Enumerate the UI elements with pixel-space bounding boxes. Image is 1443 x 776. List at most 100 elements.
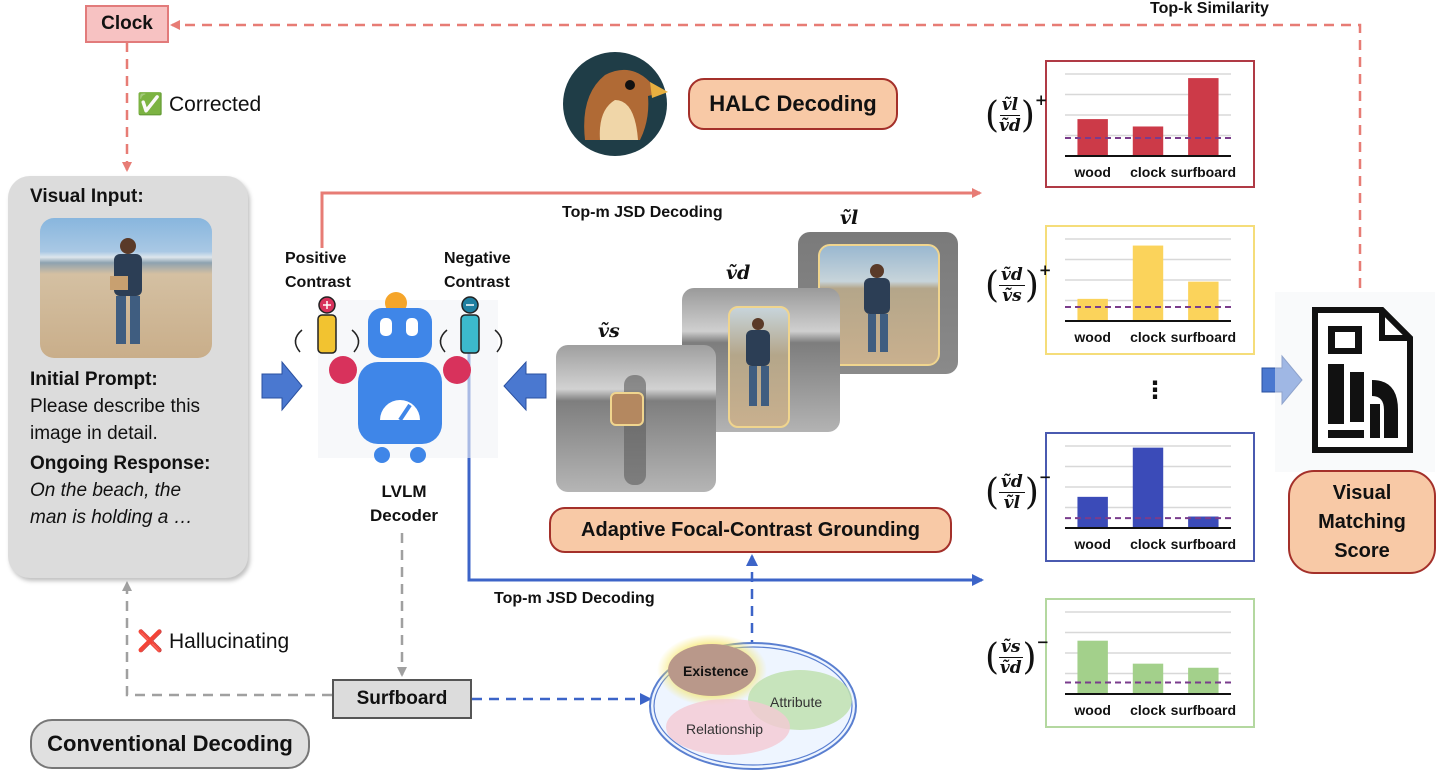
tick-label-clock: clock <box>1130 536 1166 552</box>
negative-contrast-icon <box>439 296 503 354</box>
tick-label-surfboard: surfboard <box>1171 536 1236 552</box>
initial-prompt-heading: Initial Prompt: <box>30 369 158 390</box>
view-s-label: ṽs <box>598 320 620 342</box>
bar-wood <box>1077 640 1108 694</box>
bar-clock <box>1132 663 1164 694</box>
top-m-upper-arrow <box>320 188 982 248</box>
more-charts-ellipsis: ⋮ <box>1143 377 1167 404</box>
tick-label-clock: clock <box>1130 329 1166 345</box>
chart-svg-1: wood clock surfboard <box>1065 73 1236 180</box>
lvlm-decoder-label: LVLM Decoder <box>364 480 444 528</box>
corrected-text: Corrected <box>169 93 262 116</box>
bar-clock <box>1132 126 1164 156</box>
tick-label-clock: clock <box>1130 702 1166 718</box>
view-d-label: ṽd <box>726 262 751 284</box>
top-m-upper-label: Top-m JSD Decoding <box>562 204 723 221</box>
corrected-label: ✅ Corrected <box>137 93 261 117</box>
positive-contrast-label: Positive Contrast <box>285 247 351 295</box>
halc-decoding-title: HALC Decoding <box>688 78 898 130</box>
venn-relationship-label: Relationship <box>686 721 764 737</box>
ratio-denominator: ṽd <box>999 116 1021 136</box>
view-l-label: ṽl <box>840 207 859 229</box>
chart-svg-3: wood clock surfboard <box>1065 445 1236 552</box>
ratio-sign: + <box>1038 261 1052 279</box>
positive-contrast-line-2: Contrast <box>285 274 351 291</box>
negative-contrast-line-1: Negative <box>444 250 511 267</box>
visual-matching-score-box: Visual Matching Score <box>1288 470 1436 574</box>
score-document-icon <box>1275 292 1435 472</box>
venn-attribute-label: Attribute <box>770 694 823 710</box>
input-to-decoder-arrow <box>261 360 303 412</box>
ratio-numerator: ṽs <box>999 637 1023 658</box>
negative-contrast-line-2: Contrast <box>444 274 510 291</box>
ratio-denominator: ṽd <box>999 658 1022 678</box>
ratio-sign: − <box>1038 468 1052 486</box>
initial-prompt-line-1: Please describe this <box>30 396 201 417</box>
chart-panel-1: wood clock surfboard <box>1045 60 1255 188</box>
bar-surfboard <box>1188 667 1219 694</box>
visual-input-heading: Visual Input: <box>30 186 144 207</box>
bar-clock <box>1132 447 1164 528</box>
ratio-sign: + <box>1034 91 1048 109</box>
lvlm-robot-icon <box>318 292 498 463</box>
hallucinating-label: ❌ Hallucinating <box>137 630 289 654</box>
bar-clock <box>1132 245 1164 321</box>
decoder-line-1: LVLM <box>381 482 427 501</box>
bar-surfboard <box>1188 281 1219 321</box>
surfboard-box: Surfboard <box>332 679 472 719</box>
chart-svg-2: wood clock surfboard <box>1065 238 1236 345</box>
tick-label-surfboard: surfboard <box>1171 329 1236 345</box>
input-panel: Visual Input: Initial Prompt: Please des… <box>8 176 248 578</box>
tick-label-surfboard: surfboard <box>1171 164 1236 180</box>
chart-panel-4: wood clock surfboard <box>1045 598 1255 728</box>
tick-label-wood: wood <box>1073 329 1111 345</box>
ratio-numerator: ṽd <box>999 265 1025 286</box>
bar-wood <box>1077 298 1108 321</box>
venn-existence-label: Existence <box>683 663 749 679</box>
top-k-similarity-label: Top-k Similarity <box>1150 0 1269 17</box>
visual-matching-line-2: Matching <box>1318 510 1406 533</box>
ongoing-response-line-2: man is holding a … <box>30 507 193 528</box>
ongoing-response-heading: Ongoing Response: <box>30 453 211 474</box>
falcon-logo-icon <box>563 52 668 156</box>
view-s-image <box>556 345 716 492</box>
clock-box: Clock <box>85 5 169 43</box>
negative-contrast-label: Negative Contrast <box>444 247 511 295</box>
visual-matching-line-1: Visual <box>1332 481 1392 504</box>
ongoing-response-line-1: On the beach, the <box>30 480 182 501</box>
venn-diagram <box>649 634 857 770</box>
visual-matching-line-3: Score <box>1334 539 1390 562</box>
bar-surfboard <box>1188 516 1219 528</box>
hallucination-arrow <box>122 581 332 697</box>
conventional-decoding-title: Conventional Decoding <box>30 719 310 769</box>
views-to-decoder-arrow <box>503 360 547 412</box>
positive-contrast-line-1: Positive <box>285 250 347 267</box>
check-icon: ✅ <box>137 93 164 116</box>
initial-prompt-line-2: image in detail. <box>30 423 158 444</box>
chart-svg-4: wood clock surfboard <box>1065 611 1236 718</box>
positive-contrast-icon <box>294 296 360 354</box>
ratio-numerator: ṽl <box>999 95 1021 116</box>
decoder-line-2: Decoder <box>369 506 439 525</box>
tick-label-surfboard: surfboard <box>1171 702 1236 718</box>
tick-label-wood: wood <box>1073 164 1111 180</box>
similarity-feedback-arrow <box>170 20 1362 288</box>
afcg-title: Adaptive Focal-Contrast Grounding <box>549 507 952 553</box>
ratio-numerator: ṽd <box>999 472 1025 493</box>
tick-label-wood: wood <box>1073 702 1111 718</box>
tick-label-wood: wood <box>1073 536 1111 552</box>
chart-panel-3: wood clock surfboard <box>1045 432 1255 562</box>
top-m-lower-label: Top-m JSD Decoding <box>494 590 655 607</box>
cross-icon: ❌ <box>137 630 164 653</box>
ratio-denominator: ṽs <box>1002 286 1022 306</box>
ratio-denominator: ṽl <box>1003 493 1021 513</box>
bar-wood <box>1077 496 1108 528</box>
chart-panel-2: wood clock surfboard <box>1045 225 1255 355</box>
hallucinating-text: Hallucinating <box>169 630 290 653</box>
tick-label-clock: clock <box>1130 164 1166 180</box>
ratio-sign: − <box>1036 633 1050 651</box>
